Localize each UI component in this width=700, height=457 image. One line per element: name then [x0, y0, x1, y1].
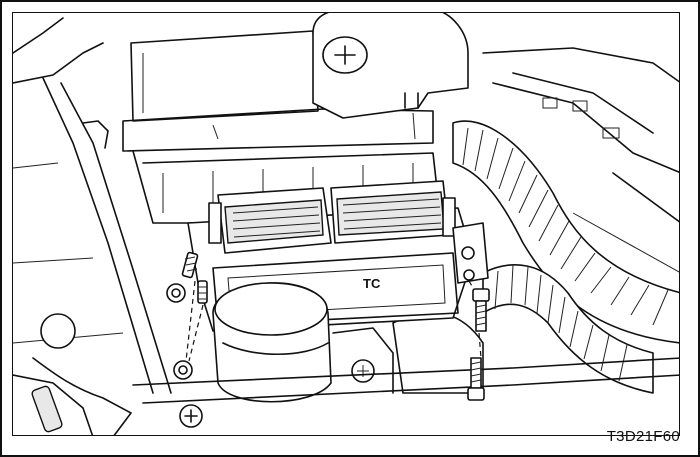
bolt-upper-right [472, 288, 490, 332]
right-fasteners [467, 280, 490, 401]
left-body-structure [13, 17, 172, 435]
left-fasteners [166, 251, 208, 380]
wiring-harness [392, 120, 679, 394]
grommet-circle [40, 313, 76, 349]
ecm-label: TC [363, 276, 381, 291]
stud-lower-left [197, 280, 208, 304]
round-reservoir [212, 282, 394, 403]
battery [122, 30, 439, 224]
stud-upper-left [181, 251, 199, 279]
figure-code-label: T3D21F60 [606, 428, 680, 445]
positive-terminal-cover [312, 13, 469, 119]
ecm-module: TC [187, 180, 489, 332]
engine-bay-illustration: TC [12, 12, 680, 436]
ecm-connector-left [208, 187, 332, 254]
right-upper-structure [482, 47, 679, 273]
bolt-lower-right [467, 357, 485, 401]
lower-crossmember [132, 357, 679, 428]
ecm-connector-right [330, 180, 456, 244]
